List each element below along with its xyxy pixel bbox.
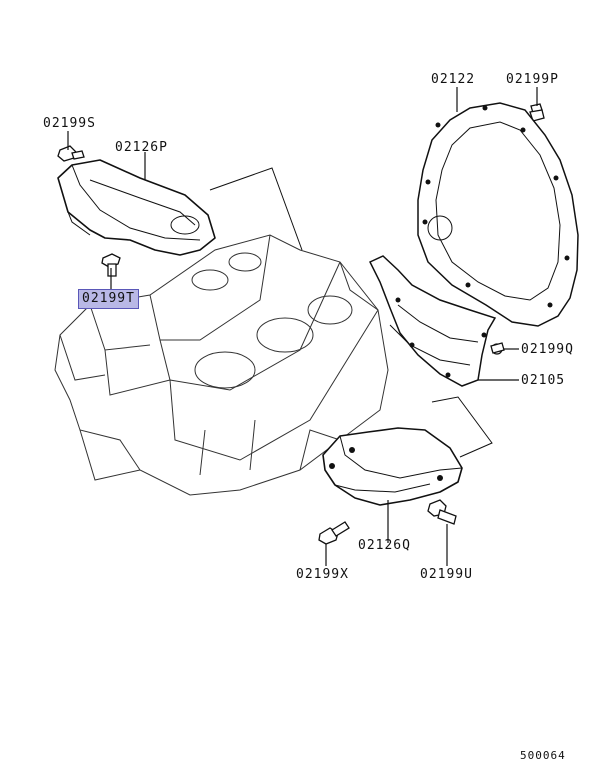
bracket-02126P: [57, 159, 216, 256]
lower-cover-02105: [368, 255, 497, 387]
label-02199S[interactable]: 02199S: [43, 116, 96, 131]
bolt-02199Q: [490, 342, 505, 355]
label-02199U[interactable]: 02199U: [420, 567, 473, 582]
label-02199T[interactable]: 02199T: [78, 289, 139, 309]
figure-number: 500064: [520, 749, 566, 762]
bolt-02199X: [318, 521, 350, 545]
label-02199P[interactable]: 02199P: [506, 72, 559, 87]
label-02126P[interactable]: 02126P: [115, 140, 168, 155]
label-02122[interactable]: 02122: [431, 72, 476, 87]
label-02105[interactable]: 02105: [521, 373, 566, 388]
bolt-02199T: [101, 253, 121, 277]
label-02199Q[interactable]: 02199Q: [521, 342, 574, 357]
leader-lines: [209, 167, 493, 458]
bolt-02199S: [57, 145, 85, 162]
label-02199X[interactable]: 02199X: [296, 567, 349, 582]
callout-lines: [67, 87, 538, 566]
bolt-02199U: [427, 499, 457, 525]
rear-plate-02122: [417, 102, 579, 327]
bracket-02126Q: [322, 427, 463, 506]
label-02126Q[interactable]: 02126Q: [358, 538, 411, 553]
